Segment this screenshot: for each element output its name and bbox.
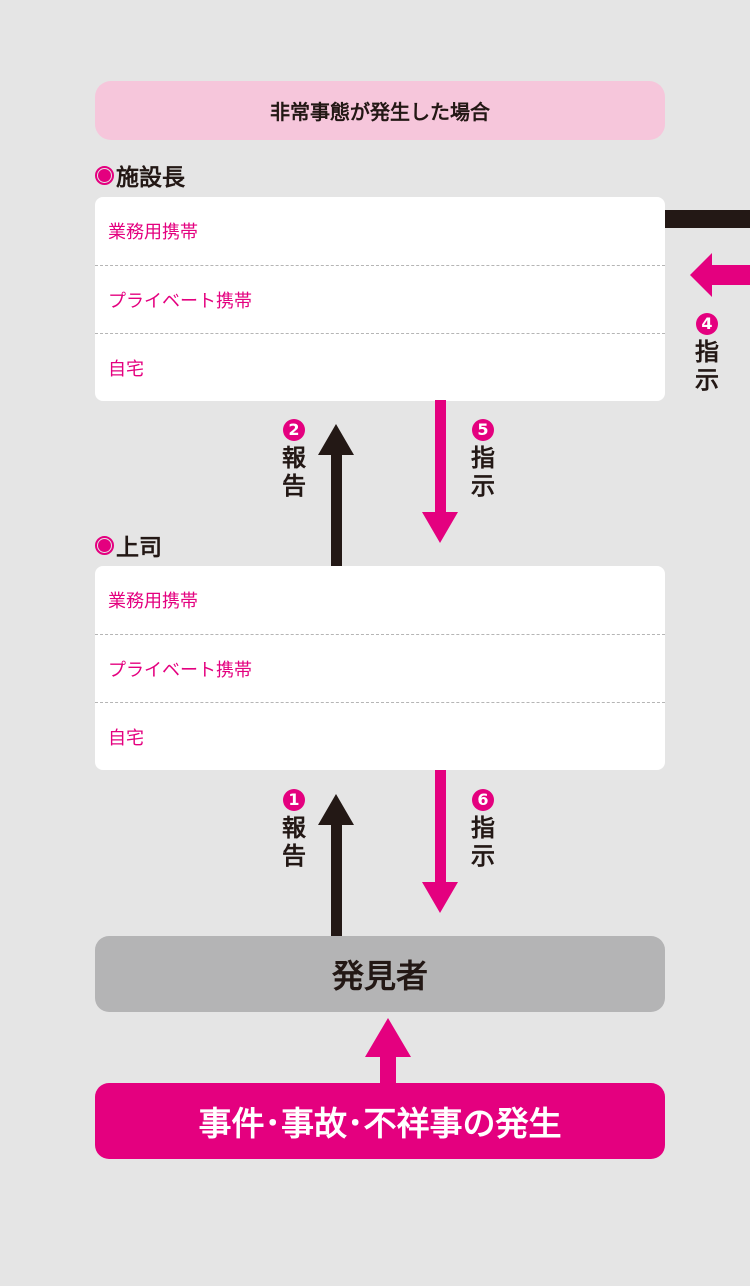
step-number-badge: 1: [283, 789, 305, 811]
contact-item: 業務用携帯: [108, 591, 198, 612]
scenario-header: 非常事態が発生した場合: [95, 81, 665, 140]
contact-item: 自宅: [95, 333, 665, 401]
step-number-badge: 5: [472, 419, 494, 441]
facility-head-heading: 施設長: [95, 158, 185, 192]
step-text: 示: [471, 842, 495, 870]
contact-item: プライベート携帯: [95, 634, 665, 702]
step-text: 示: [471, 472, 495, 500]
bullet-circle-icon: [95, 535, 114, 555]
step-1-label: 1 報 告: [279, 789, 309, 870]
finder-box: 発見者: [95, 936, 665, 1012]
facility-head-contacts: 業務用携帯 プライベート携帯 自宅: [95, 197, 665, 401]
step-text: 告: [282, 842, 306, 870]
facility-head-label: 施設長: [116, 165, 185, 191]
contact-item: プライベート携帯: [95, 265, 665, 333]
incident-box: 事件･事故･不祥事の発生: [95, 1083, 665, 1159]
step-text: 指: [695, 338, 719, 366]
incident-label: 事件･事故･不祥事の発生: [198, 1104, 562, 1143]
step-number-badge: 2: [283, 419, 305, 441]
arrow-up-icon: [318, 794, 354, 936]
step-text: 示: [695, 366, 719, 394]
step-text: 報: [282, 444, 306, 472]
step-text: 指: [471, 444, 495, 472]
bullet-circle-icon: [95, 165, 114, 185]
scenario-title: 非常事態が発生した場合: [270, 100, 490, 124]
arrow-down-icon: [422, 770, 458, 913]
supervisor-contacts: 業務用携帯 プライベート携帯 自宅: [95, 566, 665, 770]
step-number-badge: 6: [472, 789, 494, 811]
supervisor-label: 上司: [116, 535, 162, 561]
arrow-down-icon: [422, 400, 458, 543]
step-4-label: 4 指 示: [692, 313, 722, 394]
contact-item: 自宅: [95, 702, 665, 770]
arrow-left-icon: [690, 253, 750, 297]
step-text: 指: [471, 814, 495, 842]
step-text: 告: [282, 472, 306, 500]
arrow-up-icon: [318, 424, 354, 566]
step-text: 報: [282, 814, 306, 842]
step-number-badge: 4: [696, 313, 718, 335]
step-5-label: 5 指 示: [468, 419, 498, 500]
step-2-label: 2 報 告: [279, 419, 309, 500]
contact-item: 業務用携帯: [108, 222, 198, 243]
supervisor-heading: 上司: [95, 528, 162, 562]
step-6-label: 6 指 示: [468, 789, 498, 870]
arrow-up-icon: [365, 1018, 411, 1083]
connector-bar: [665, 210, 750, 228]
finder-label: 発見者: [331, 957, 428, 995]
